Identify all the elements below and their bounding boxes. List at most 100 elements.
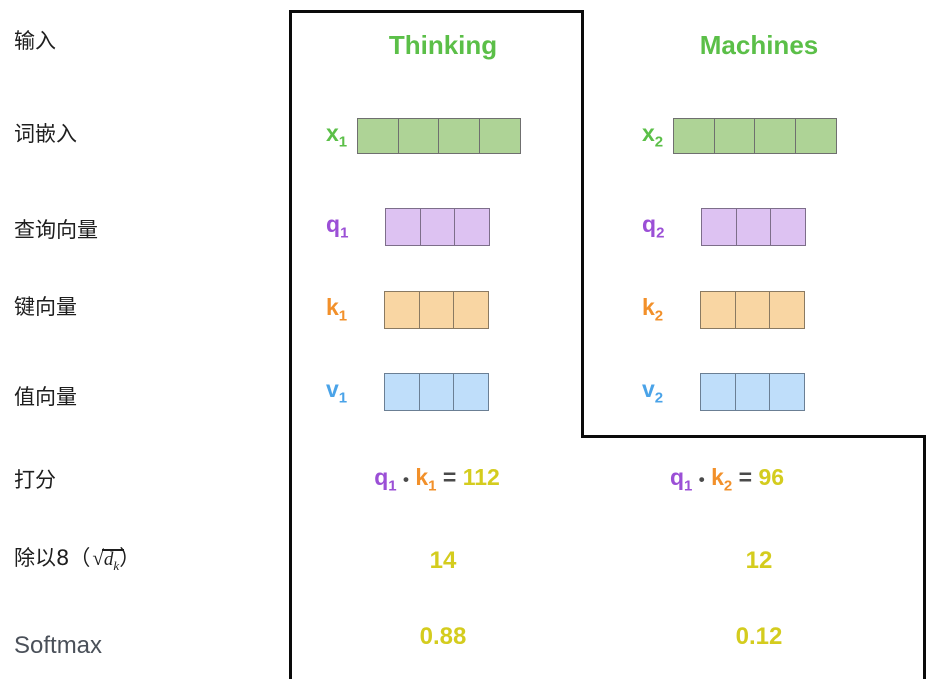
- outline-upper-right-edge: [581, 10, 584, 437]
- vector-cell: [700, 291, 737, 329]
- vector-cell: [397, 118, 440, 154]
- vector-cell: [770, 208, 807, 246]
- score-right-k-letter: k: [711, 464, 724, 490]
- vector-cell: [673, 118, 716, 154]
- vector-q2: q2: [642, 208, 807, 246]
- score-right-k: k2: [711, 464, 732, 494]
- vector-cell: [453, 291, 490, 329]
- vector-x2: x2: [642, 118, 837, 154]
- vector-cell: [700, 373, 737, 411]
- column-title-machines: Machines: [699, 30, 819, 60]
- vector-x1-cells: [357, 118, 521, 154]
- vector-cell: [478, 118, 521, 154]
- vector-cell: [734, 291, 771, 329]
- vector-cell: [418, 373, 455, 411]
- vector-cell: [734, 373, 771, 411]
- score-expression-right: q1 • k2 = 96: [670, 466, 784, 494]
- radical-overbar: [102, 549, 125, 551]
- column-title-thinking: Thinking: [388, 30, 498, 60]
- vector-q2-index: 2: [656, 224, 665, 242]
- radicand: d: [103, 549, 114, 570]
- score-expression-left: q1 • k1 = 112: [374, 466, 500, 494]
- row-label-embedding: 词嵌入: [14, 122, 77, 146]
- score-right-q-index: 1: [684, 477, 693, 495]
- vector-k2-index: 2: [654, 307, 664, 325]
- score-right-k-index: 2: [723, 477, 733, 495]
- vector-q1-index: 1: [340, 224, 349, 242]
- vector-x2-letter: x: [642, 120, 655, 147]
- vector-cell: [794, 118, 837, 154]
- score-left-k: k1: [415, 464, 436, 494]
- score-right-q: q1: [669, 464, 692, 494]
- score-left-k-index: 1: [428, 477, 437, 495]
- vector-k1-cells: [384, 291, 490, 329]
- vector-q2-letter: q: [642, 211, 657, 238]
- vector-cell: [754, 118, 797, 154]
- score-right-q-letter: q: [669, 464, 685, 490]
- vector-cell: [769, 291, 806, 329]
- vector-x1: x1: [326, 118, 521, 154]
- row-label-score: 打分: [14, 468, 56, 492]
- vector-k2: k2: [642, 291, 806, 329]
- vector-cell: [418, 291, 455, 329]
- sqrt-dk: √dk: [90, 546, 125, 573]
- vector-x2-index: 2: [654, 133, 664, 151]
- radical-icon: √: [92, 546, 104, 570]
- vector-k2-label: k2: [642, 296, 663, 324]
- row-label-input: 输入: [14, 29, 56, 53]
- divide-suffix: ）: [119, 546, 141, 570]
- vector-q2-cells: [701, 208, 807, 246]
- vector-cell: [735, 208, 772, 246]
- vector-v2-label: v2: [642, 378, 663, 406]
- row-label-divide: 除以8（√dk）: [14, 548, 140, 572]
- vector-cell: [384, 291, 421, 329]
- vector-cell: [453, 373, 490, 411]
- dot-product-icon: •: [402, 470, 409, 489]
- vector-x1-label: x1: [326, 122, 347, 150]
- score-left-q: q1: [374, 464, 396, 494]
- row-label-values: 值向量: [14, 385, 77, 409]
- divide-value-left: 14: [429, 547, 457, 574]
- vector-v2: v2: [642, 373, 806, 411]
- score-left-value: 112: [462, 464, 500, 490]
- vector-q1-cells: [385, 208, 491, 246]
- dot-product-icon: •: [698, 470, 705, 489]
- vector-v2-index: 2: [654, 389, 664, 407]
- vector-v2-cells: [700, 373, 806, 411]
- vector-k1-label: k1: [326, 296, 347, 324]
- vector-x2-label: x2: [642, 122, 663, 150]
- vector-v1-label: v1: [326, 378, 347, 406]
- divide-value-right: 12: [745, 547, 773, 574]
- score-right-equals: =: [738, 464, 753, 490]
- softmax-value-right: 0.12: [735, 623, 783, 650]
- outline-right-edge: [923, 435, 926, 679]
- vector-k2-cells: [700, 291, 806, 329]
- row-label-queries: 查询向量: [14, 218, 98, 242]
- vector-cell: [713, 118, 756, 154]
- outline-top-edge: [289, 10, 584, 13]
- vector-q1-label: q1: [326, 213, 348, 241]
- vector-x1-letter: x: [326, 120, 339, 147]
- outline-step-edge: [581, 435, 926, 438]
- radicand-subscript: k: [113, 557, 120, 573]
- vector-q2-label: q2: [642, 213, 664, 241]
- vector-v1-index: 1: [338, 389, 348, 407]
- outline-left-edge: [289, 10, 292, 679]
- vector-v2-letter: v: [642, 376, 655, 403]
- vector-x1-index: 1: [338, 133, 348, 151]
- row-label-softmax: Softmax: [14, 632, 103, 659]
- vector-x2-cells: [673, 118, 837, 154]
- vector-cell: [438, 118, 481, 154]
- vector-v1-letter: v: [326, 376, 339, 403]
- vector-q1: q1: [326, 208, 491, 246]
- softmax-value-left: 0.88: [419, 623, 467, 650]
- score-right-value: 96: [758, 464, 785, 490]
- vector-cell: [385, 208, 422, 246]
- score-left-q-letter: q: [374, 464, 389, 490]
- vector-cell: [454, 208, 491, 246]
- vector-v1: v1: [326, 373, 490, 411]
- vector-cell: [769, 373, 806, 411]
- vector-cell: [384, 373, 421, 411]
- vector-k1: k1: [326, 291, 490, 329]
